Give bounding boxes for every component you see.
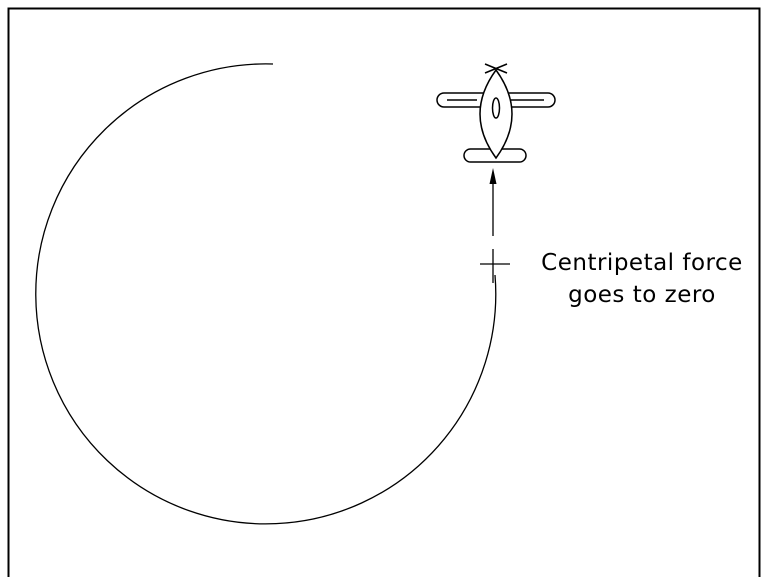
- annotation-line-1: Centripetal force: [541, 250, 743, 276]
- annotation-line-2: goes to zero: [568, 282, 716, 308]
- arrow-up-icon: [490, 168, 497, 236]
- airplane-top-view-icon: [437, 64, 555, 162]
- circular-flight-path: [36, 64, 496, 524]
